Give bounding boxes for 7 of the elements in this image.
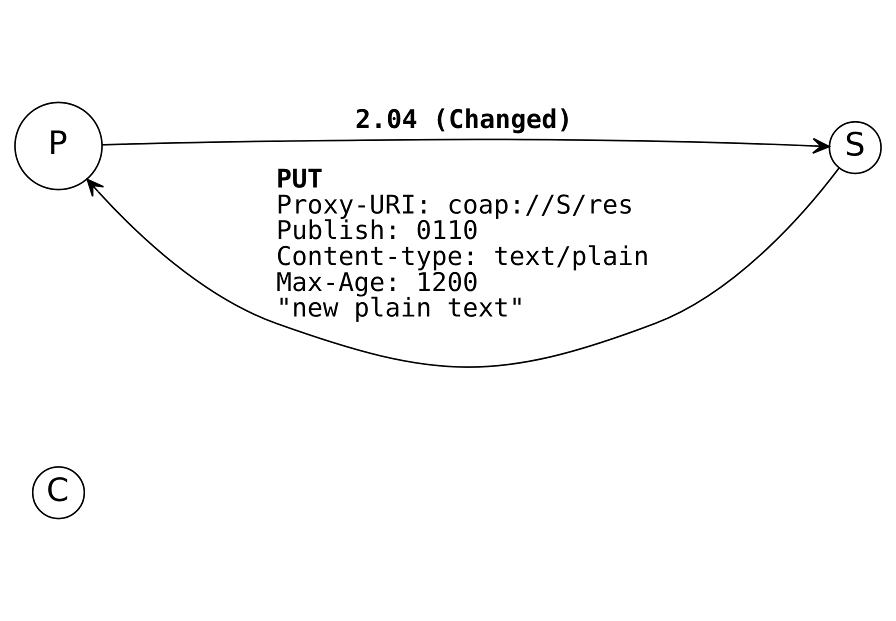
node-circle: P (14, 102, 103, 190)
node-circle: S (828, 121, 882, 174)
node-circle: C (32, 466, 86, 520)
edge-label: Content-type: text/plain (276, 242, 649, 272)
arrow (102, 138, 830, 154)
arrow (86, 167, 840, 368)
edge-label: 2.04 (Changed) (355, 104, 573, 135)
